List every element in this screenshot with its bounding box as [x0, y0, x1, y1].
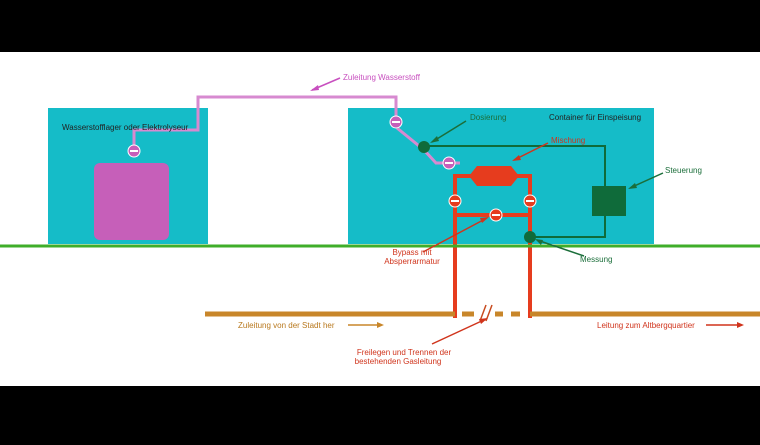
label-district-line: Leitung zum Altbergquartier [597, 321, 695, 330]
label-bypass-line1: Bypass mit [392, 248, 432, 257]
valve-icon [523, 194, 537, 208]
label-city-supply: Zuleitung von der Stadt her [238, 321, 335, 330]
hydrogen-supply-line [132, 95, 398, 150]
label-control: Steuerung [665, 166, 702, 175]
valve-icon [442, 156, 456, 170]
control-line-dosing [424, 145, 606, 186]
label-cut-line1: Freilegen und Trennen der [357, 348, 452, 357]
label-storage: Wasserstofflager oder Elektrolyseur [62, 123, 189, 132]
label-hydrogen-supply: Zuleitung Wasserstoff [343, 73, 421, 82]
control-line-measurement [532, 216, 606, 238]
arrow-line [431, 318, 487, 345]
arrow-head [628, 183, 637, 189]
label-measurement: Messung [580, 255, 612, 264]
label-dosing: Dosierung [470, 113, 506, 122]
label-cut-line2: bestehenden Gasleitung [355, 357, 442, 366]
dosing-node [418, 141, 430, 153]
mixer-icon [469, 166, 519, 186]
label-bypass-line2: Absperrarmatur [384, 257, 440, 266]
valve-icon [389, 115, 403, 129]
label-mixing: Mischung [551, 136, 585, 145]
hydrogen-tank [94, 163, 169, 240]
arrow-head [512, 155, 521, 161]
arrow-head [310, 85, 319, 91]
valve-icon [448, 194, 462, 208]
arrow-head [377, 322, 384, 328]
arrow-head [737, 322, 744, 328]
arrow-head [480, 217, 489, 223]
valve-icon [127, 144, 141, 158]
label-container: Container für Einspeisung [549, 113, 641, 122]
arrow-line [536, 239, 585, 257]
arrow-head [535, 239, 543, 245]
controller-box [592, 186, 626, 216]
arrow-line [422, 217, 488, 253]
arrow-head [479, 318, 488, 324]
valve-icon [489, 208, 503, 222]
measurement-node [524, 231, 536, 243]
arrow-head [430, 136, 439, 143]
